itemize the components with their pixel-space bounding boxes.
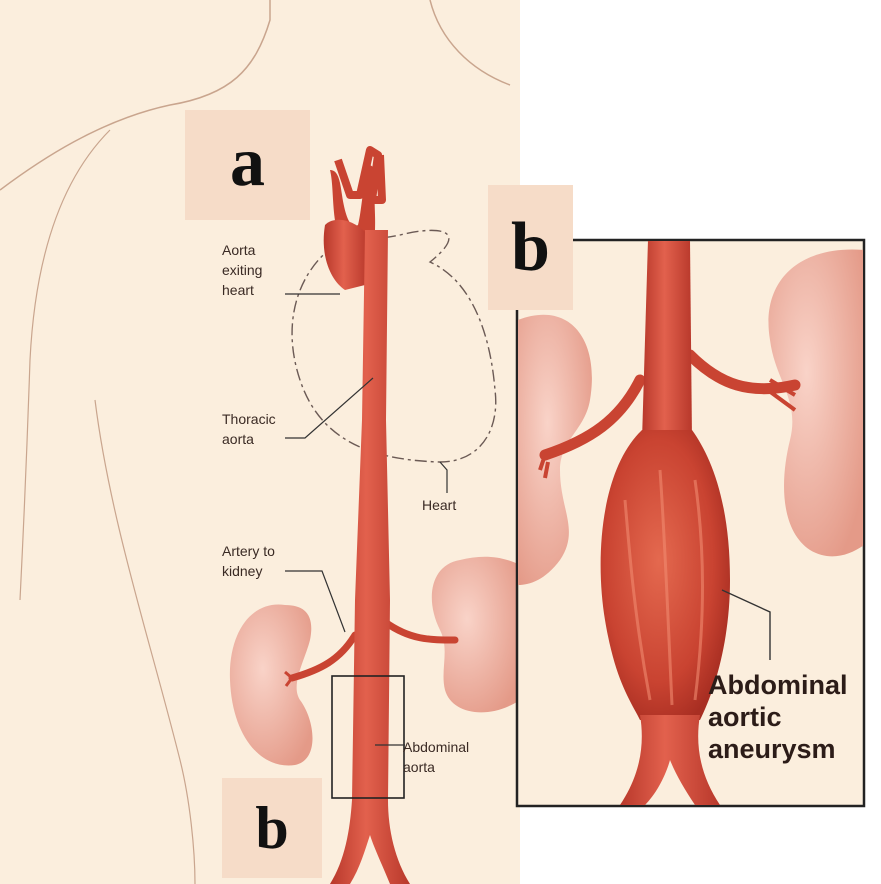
label-artery-to-kidney: Artery to kidney — [222, 541, 275, 581]
label-line: Artery to — [222, 541, 275, 561]
zoom-aorta-upper — [642, 240, 692, 440]
panel-letter-a: a — [185, 110, 310, 220]
label-line: Aorta — [222, 240, 262, 260]
panel-letter-b-bottom: b — [222, 778, 322, 878]
label-aorta-exiting-heart: Aorta exiting heart — [222, 240, 262, 300]
panel-letter-b-top: b — [488, 185, 573, 310]
label-line: Abdominal — [403, 737, 469, 757]
label-line: exiting — [222, 260, 262, 280]
label-line: kidney — [222, 561, 275, 581]
label-line: aorta — [403, 757, 469, 777]
label-line: Abdominal — [708, 669, 848, 701]
label-line: aortic — [708, 701, 848, 733]
label-abdominal-aorta: Abdominal aorta — [403, 737, 469, 777]
label-abdominal-aortic-aneurysm: Abdominal aortic aneurysm — [708, 669, 848, 765]
label-thoracic-aorta: Thoracic aorta — [222, 409, 276, 449]
label-line: Thoracic — [222, 409, 276, 429]
label-heart: Heart — [422, 495, 456, 515]
label-line: heart — [222, 280, 262, 300]
label-line: aorta — [222, 429, 276, 449]
label-line: aneurysm — [708, 733, 848, 765]
right-kidney-partial — [432, 557, 520, 713]
